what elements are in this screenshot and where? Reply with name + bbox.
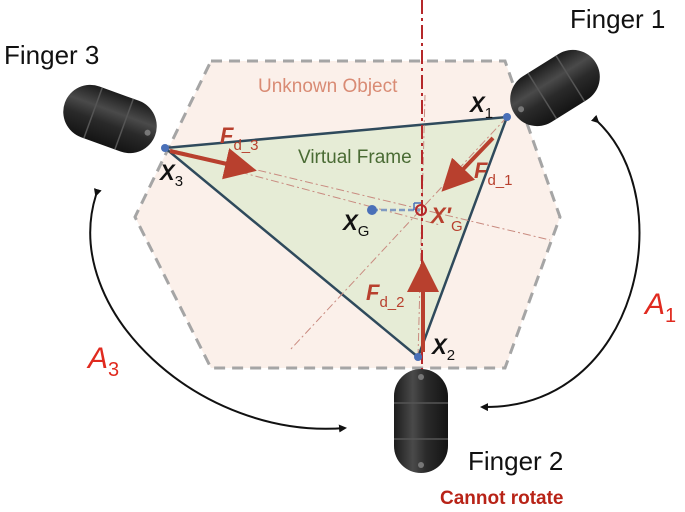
x2-label: X2: [430, 334, 455, 364]
rotation-arc-a3: [89, 188, 347, 433]
a1-label: A1: [643, 288, 676, 327]
xg-prime-label: X′G: [429, 203, 463, 235]
unknown-object-label: Unknown Object: [258, 76, 398, 97]
x1-label: X1: [468, 92, 493, 122]
fd1-label: Fd_1: [474, 158, 512, 189]
xg-label: XG: [341, 210, 369, 240]
finger-3-capsule: [63, 84, 157, 154]
fd3-label: Fd_3: [220, 123, 258, 154]
contact-point-x2: [414, 353, 422, 361]
a3-label: A3: [86, 342, 119, 381]
finger-1-label: Finger 1: [570, 4, 665, 34]
cannot-rotate-label: Cannot rotate: [440, 488, 564, 509]
contact-point-x3: [161, 144, 169, 152]
virtual-frame-label: Virtual Frame: [298, 147, 412, 168]
xg-prime-point: [415, 204, 427, 216]
right-angle-mark: [413, 202, 421, 210]
finger-3-label: Finger 3: [4, 40, 99, 70]
fd2-label: Fd_2: [366, 280, 404, 311]
rotation-arc-a1: [480, 114, 641, 412]
x3-label: X3: [158, 160, 183, 190]
finger-1-capsule: [510, 49, 600, 127]
force-arrow-fd3: [169, 148, 257, 180]
finger-2-label: Finger 2: [468, 446, 563, 476]
finger-2-capsule: [394, 369, 448, 473]
contact-point-x1: [503, 113, 511, 121]
xg-point: [367, 205, 377, 215]
